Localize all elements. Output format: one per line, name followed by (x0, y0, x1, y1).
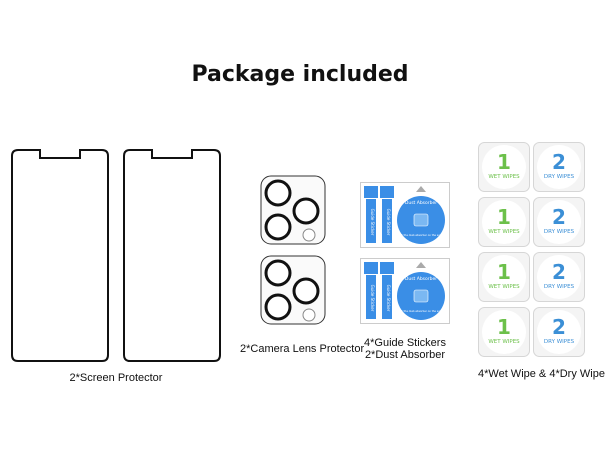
guide-sticker-label: Guide Sticker (370, 209, 375, 236)
guide-sticker-set-2: Guide Sticker Guide Sticker Dust Absorbe… (360, 258, 450, 324)
guide-sticker-label: Guide Sticker (386, 209, 391, 236)
guide-sticker-label: Guide Sticker (370, 285, 375, 312)
dry-wipe-packet-label: DRY WIPES (544, 284, 575, 290)
wet-wipe-packet-label: WET WIPES (488, 284, 520, 290)
dry-wipe-packet-label: DRY WIPES (544, 174, 575, 180)
wet-wipe-packet-label: WET WIPES (488, 339, 520, 345)
dry-wipe-packet-label: DRY WIPES (544, 339, 575, 345)
dry-wipe-packet-number: 2 (552, 315, 566, 339)
guide-sticker-caption-line1: 4*Guide Stickers (364, 337, 446, 349)
dust-absorber-note: Stick the dust-absorber on the screen (397, 309, 446, 313)
dust-absorber-label: Dust Absorber (405, 276, 437, 282)
screen-protector-caption: 2*Screen Protector (69, 372, 163, 384)
camera-lens-protector-2 (260, 255, 326, 325)
wet-wipe-packet-number: 1 (497, 150, 511, 174)
wet-wipe-packet-number: 1 (497, 315, 511, 339)
guide-sticker-set-1: Guide Sticker Guide Sticker Dust Absorbe… (360, 182, 450, 248)
dry-wipe-packet-number: 2 (552, 260, 566, 284)
wet-wipe-packet-number: 1 (497, 205, 511, 229)
wipes-caption: 4*Wet Wipe & 4*Dry Wipe (478, 368, 605, 380)
page-title: Package included (191, 62, 409, 87)
dry-wipe-packet-number: 2 (552, 150, 566, 174)
guide-sticker-label: Guide Sticker (386, 285, 391, 312)
wet-wipe-packet-label: WET WIPES (488, 229, 520, 235)
dust-absorber-label: Dust Absorber (405, 200, 437, 206)
guide-sticker-caption: 4*Guide Stickers 2*Dust Absorber (350, 337, 460, 361)
dry-wipe-packet-label: DRY WIPES (544, 229, 575, 235)
dust-absorber-note: Stick the dust-absorber on the screen (397, 233, 446, 237)
wet-wipe-packet-number: 1 (497, 260, 511, 284)
screen-protector-2 (123, 149, 221, 362)
dry-wipe-packet-number: 2 (552, 205, 566, 229)
camera-lens-protector-1 (260, 175, 326, 245)
screen-protector-1 (11, 149, 109, 362)
camera-lens-caption: 2*Camera Lens Protector (240, 343, 365, 355)
wet-wipe-packet-label: WET WIPES (488, 174, 520, 180)
dust-absorber-caption-line2: 2*Dust Absorber (364, 349, 446, 361)
